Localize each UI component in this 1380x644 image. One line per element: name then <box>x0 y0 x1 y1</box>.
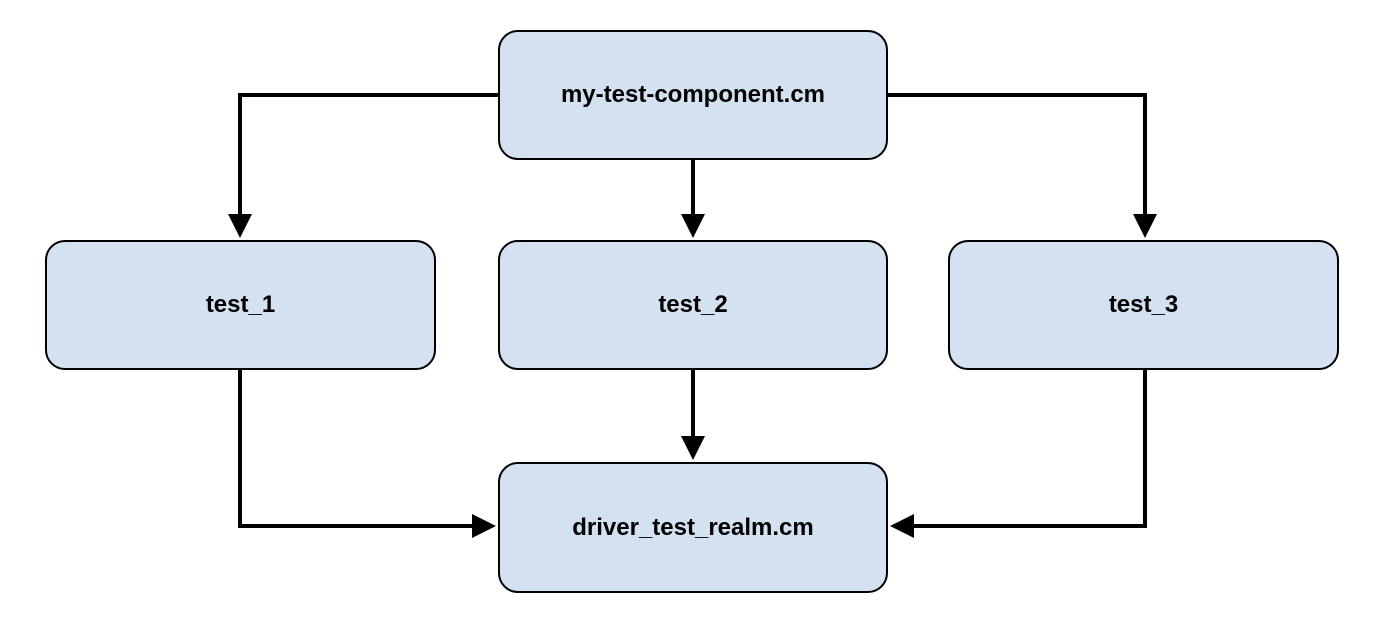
node-test-2: test_2 <box>498 240 888 370</box>
arrowhead-test2-to-driver <box>681 436 705 460</box>
node-my-test-component: my-test-component.cm <box>498 30 888 160</box>
node-label: test_3 <box>1108 291 1179 318</box>
node-label: test_1 <box>205 291 276 318</box>
node-test-1: test_1 <box>45 240 436 370</box>
edge-root-to-test1 <box>238 93 498 216</box>
node-driver-test-realm: driver_test_realm.cm <box>498 462 888 593</box>
node-label: driver_test_realm.cm <box>572 513 814 541</box>
node-test-3: test_3 <box>948 240 1339 370</box>
edges-group <box>228 93 1157 538</box>
edge-test1-to-driver <box>238 370 474 528</box>
arrowhead-root-to-test1 <box>228 214 252 238</box>
node-label: my-test-component.cm <box>560 81 826 108</box>
edge-root-to-test3 <box>888 93 1147 216</box>
node-label: test_2 <box>658 291 728 318</box>
arrowhead-test1-to-driver <box>472 514 496 538</box>
edge-test3-to-driver <box>912 370 1147 528</box>
arrowhead-root-to-test2 <box>681 214 705 238</box>
arrowhead-test3-to-driver <box>890 514 914 538</box>
arrowhead-root-to-test3 <box>1133 214 1157 238</box>
